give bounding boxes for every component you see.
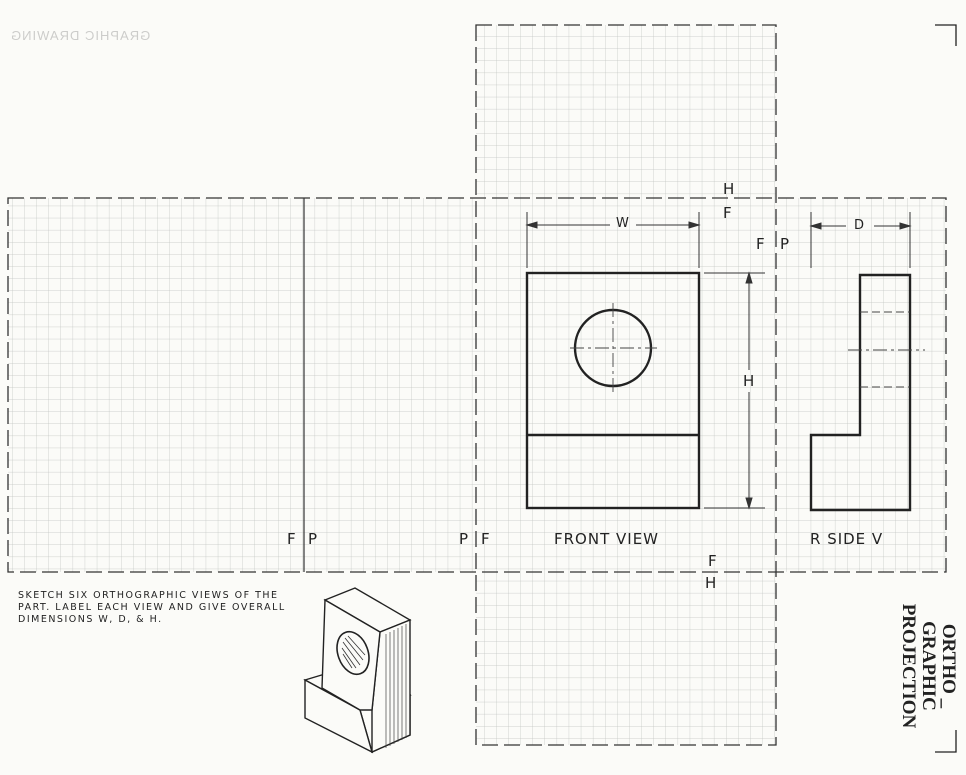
corner-mark-top: [935, 24, 957, 46]
width-dimension: [525, 212, 701, 268]
side-view-drawing: [809, 273, 912, 512]
isometric-hole: [336, 630, 370, 676]
instructions-text: SKETCH SIX ORTHOGRAPHIC VIEWS OF THE PAR…: [18, 590, 286, 626]
dimension-w-label: W: [616, 216, 630, 231]
corner-mark-bottom: [935, 730, 957, 753]
height-dimension: [704, 271, 765, 510]
instructions-line: PART. LABEL EACH VIEW AND GIVE OVERALL: [18, 602, 286, 613]
front-view-label: FRONT VIEW: [554, 530, 660, 548]
isometric-shading: [385, 624, 407, 748]
fold-label-f-left: F: [287, 530, 297, 548]
side-view-hidden-lines: [848, 311, 925, 388]
fold-label-h-top: H: [723, 180, 736, 198]
instructions-line: DIMENSIONS W, D, & H.: [18, 614, 163, 625]
fold-label-h-bottom: H: [705, 574, 718, 592]
page-title-line: GRAPHIC: [918, 621, 939, 711]
dimension-h-label: H: [743, 372, 756, 390]
fold-label-p-right: P: [780, 235, 791, 253]
fold-label-f-mid: F: [481, 530, 491, 548]
page-title-line: PROJECTION: [898, 603, 919, 729]
dimension-d-label: D: [854, 218, 866, 233]
instructions-line: SKETCH SIX ORTHOGRAPHIC VIEWS OF THE: [18, 590, 279, 601]
front-view-centerlines: [570, 303, 657, 395]
page-title: ORTHO _ GRAPHIC PROJECTION: [868, 596, 959, 736]
side-view-label: R SIDE V: [810, 530, 884, 548]
depth-dimension: [809, 212, 912, 268]
fold-label-p-left: P: [308, 530, 319, 548]
fold-label-f-right: F: [756, 235, 766, 253]
fold-label-f-top: F: [723, 204, 733, 222]
page-title-line: ORTHO _: [938, 623, 959, 709]
fold-frame: [7, 24, 947, 746]
fold-label-p-mid: P: [459, 530, 470, 548]
fold-label-f-bottom: F: [708, 552, 718, 570]
